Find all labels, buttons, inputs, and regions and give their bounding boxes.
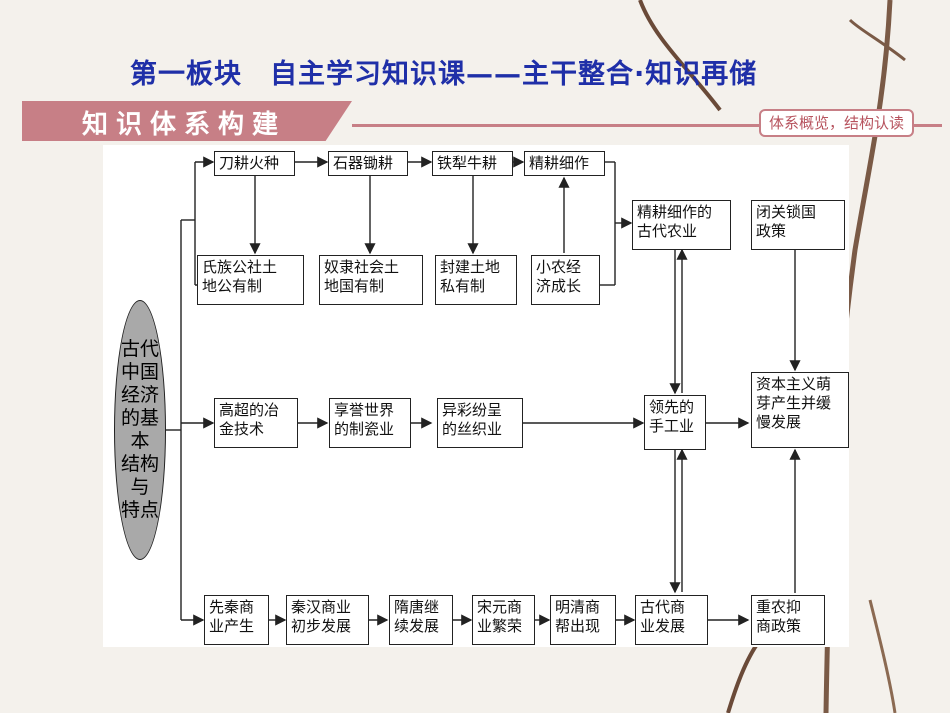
center-topic-ellipse: 古代 中国 经济 的基本 结构与 特点: [114, 300, 166, 560]
node-ming-qing-merchants: 明清商 帮出现: [550, 595, 616, 645]
section-banner: 知识体系构建 体系概览，结构认读: [22, 101, 942, 141]
node-slash-and-burn: 刀耕火种: [214, 151, 295, 176]
node-ancient-commerce: 古代商 业发展: [635, 595, 708, 645]
page-title: 第一板块 自主学习知识课——主干整合·知识再储: [130, 59, 758, 90]
node-capitalism-sprouts: 资本主义萌 芽产生并缓 慢发展: [751, 372, 849, 448]
knowledge-diagram: 古代 中国 经济 的基本 结构与 特点 刀耕火种 石器锄耕 铁犁牛耕 精耕细作 …: [103, 145, 849, 647]
node-pre-qin-commerce: 先秦商 业产生: [204, 595, 269, 645]
node-qin-han-commerce: 秦汉商业 初步发展: [286, 595, 369, 645]
diagram-connectors: [166, 156, 801, 626]
node-stone-hoe: 石器锄耕: [328, 151, 408, 176]
node-song-yuan-commerce: 宋元商 业繁荣: [472, 595, 535, 645]
node-feudal-private-land: 封建土地 私有制: [435, 255, 517, 305]
node-metallurgy: 高超的冶 金技术: [214, 398, 298, 448]
banner-title: 知识体系构建: [82, 110, 287, 140]
node-porcelain: 享誉世界 的制瓷业: [329, 398, 411, 448]
node-handicraft: 领先的 手工业: [644, 395, 706, 450]
node-intensive-farming: 精耕细作: [524, 151, 605, 176]
node-closed-door-policy: 闭关锁国 政策: [751, 200, 845, 250]
banner-rule: [352, 124, 942, 127]
node-iron-plough: 铁犁牛耕: [432, 151, 513, 176]
node-agriculture-over-commerce: 重农抑 商政策: [751, 595, 825, 645]
banner-bar: [22, 101, 352, 141]
node-ancient-agriculture: 精耕细作的 古代农业: [632, 200, 731, 250]
node-clan-public-land: 氏族公社土 地公有制: [197, 255, 304, 305]
node-silk: 异彩纷呈 的丝织业: [437, 398, 523, 448]
node-slave-state-land: 奴隶社会土 地国有制: [319, 255, 423, 305]
node-small-farm-economy: 小农经 济成长: [531, 255, 600, 305]
banner-tag: 体系概览，结构认读: [759, 109, 915, 137]
node-sui-tang-commerce: 隋唐继 续发展: [389, 595, 453, 645]
